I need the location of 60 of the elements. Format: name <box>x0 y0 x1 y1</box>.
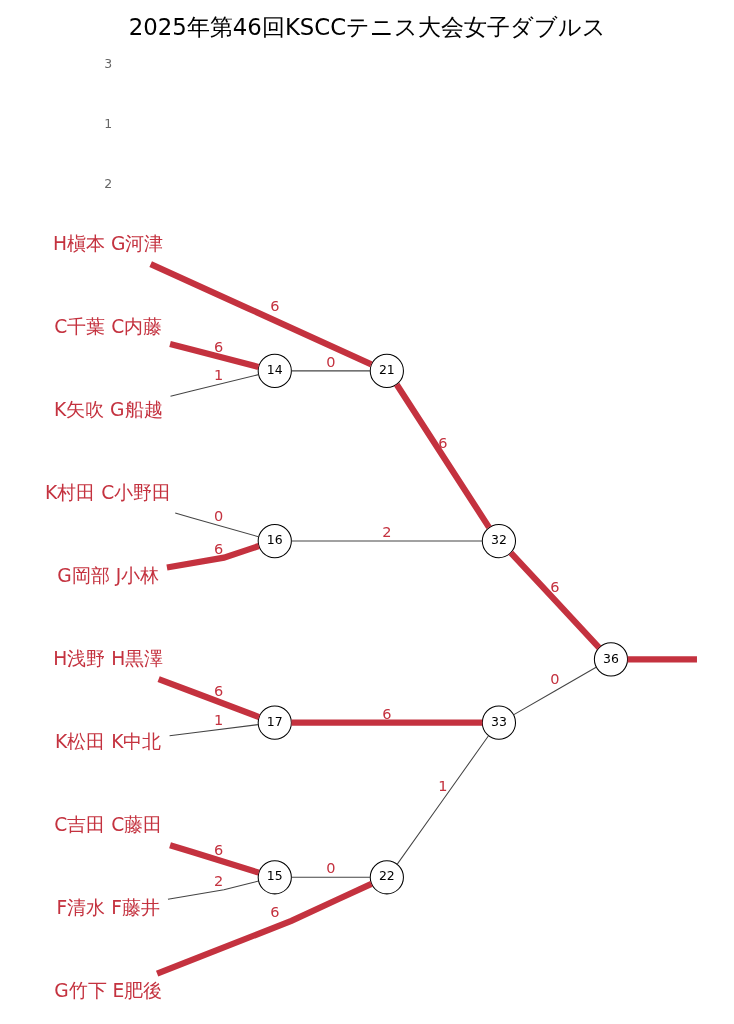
node-circle: 22 <box>369 860 404 895</box>
edge-label: 6 <box>213 339 223 356</box>
connector <box>508 550 601 650</box>
edge-label: 6 <box>213 841 223 858</box>
node-text: C吉田 C藤田 <box>53 813 162 835</box>
diagram-title: 2025年第46回KSCCテニス大会女子ダブルス <box>128 14 606 41</box>
node-circle: 14 <box>257 353 292 388</box>
connector <box>168 341 259 370</box>
edge-label: 1 <box>437 778 447 795</box>
edge-label: 6 <box>269 297 279 314</box>
edge-label: 0 <box>325 353 335 370</box>
node-text: G竹下 E肥後 <box>53 980 162 1001</box>
connector <box>165 543 260 571</box>
edge-label: 1 <box>213 711 223 728</box>
node-circle: 33 <box>481 705 516 740</box>
node-text: K矢吹 G船越 <box>53 398 163 420</box>
connector <box>155 881 373 977</box>
node-text: H浅野 H黒澤 <box>52 647 163 669</box>
connector <box>290 876 371 878</box>
connector <box>627 656 697 663</box>
edge-label: 1 <box>213 367 223 384</box>
edge-label: 0 <box>325 860 335 877</box>
node-circle: 32 <box>481 523 516 559</box>
edge-label: 6 <box>549 579 560 596</box>
node-text: G岡部 J小林 <box>56 564 159 586</box>
node-circle: 16 <box>257 523 292 559</box>
node-text: C千葉 C内藤 <box>53 315 162 337</box>
connector <box>168 724 258 737</box>
connector <box>290 719 482 726</box>
node-text: F清水 F藤井 <box>56 896 160 918</box>
connector <box>166 880 259 900</box>
connector <box>168 842 260 876</box>
node-circle: 15 <box>257 860 292 895</box>
node-circle: 36 <box>593 642 628 677</box>
connector <box>512 666 597 716</box>
edge-label: 2 <box>213 872 223 889</box>
edge-label: 0 <box>549 671 560 688</box>
connector <box>290 370 371 372</box>
label: 2 <box>103 176 112 192</box>
node-text: H槇本 G河津 <box>52 232 163 254</box>
node-text: K村田 C小野田 <box>44 481 171 503</box>
node-circle: 21 <box>369 353 404 388</box>
connector <box>169 374 259 397</box>
node-text: K松田 K中北 <box>54 730 161 752</box>
edge-label: 6 <box>381 705 391 722</box>
connector <box>148 261 373 368</box>
node-circle: 17 <box>257 705 292 740</box>
edge-label: 6 <box>269 903 279 920</box>
label: 1 <box>103 116 112 132</box>
edge-label: 6 <box>213 540 223 557</box>
connector <box>396 735 489 865</box>
edge-label: 6 <box>213 682 223 699</box>
edge-label: 6 <box>437 434 447 451</box>
connector <box>393 382 492 530</box>
edge-label: 0 <box>213 507 223 524</box>
connector <box>174 512 259 538</box>
connector <box>157 676 260 720</box>
connector <box>290 540 483 542</box>
label: 3 <box>103 55 112 71</box>
edge-label: 2 <box>381 524 391 541</box>
